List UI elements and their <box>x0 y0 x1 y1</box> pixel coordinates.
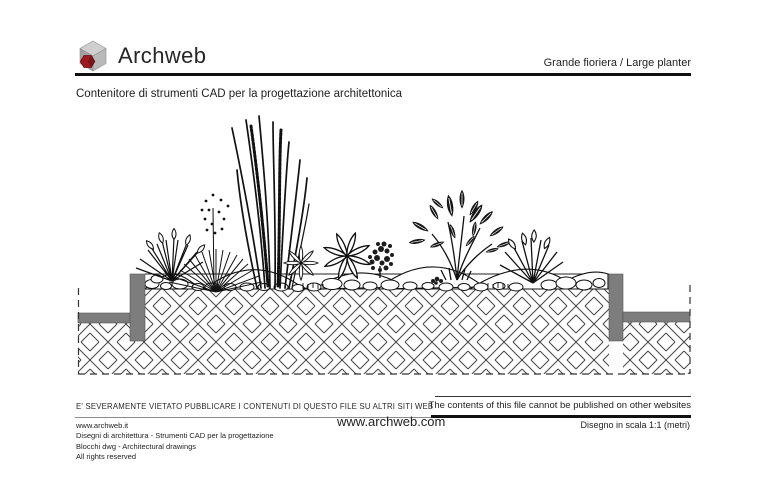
planter-walls <box>77 273 691 342</box>
rule-mid-thin <box>75 417 435 418</box>
small-rosette-plant <box>284 246 318 280</box>
sheet-subtitle: Contenitore di strumenti CAD per la prog… <box>76 88 403 100</box>
brand-name: Archweb <box>118 43 207 68</box>
large-planter-section-drawing <box>77 115 691 375</box>
rule-above-notice <box>435 396 691 397</box>
leafy-bush-plant <box>408 190 512 285</box>
notice-english: The contents of this file cannot be publ… <box>428 400 691 411</box>
footer-info: www.archweb.it Disegni di architettura -… <box>76 421 274 463</box>
footer-rights: All rights reserved <box>76 452 137 462</box>
archweb-cube-icon <box>79 40 107 72</box>
section-break-lines <box>77 285 691 375</box>
tall-reeds-plant <box>231 115 310 289</box>
left-wall <box>129 273 146 342</box>
fan-grass-plant <box>168 249 263 293</box>
soil-hatch <box>78 273 690 374</box>
archweb-logo: Archweb <box>78 40 206 72</box>
right-wall <box>608 273 624 342</box>
drawing-title: Grande fioriera / Large planter <box>543 57 691 69</box>
notice-italian: E' SEVERAMENTE VIETATO PUBBLICARE I CONT… <box>76 402 434 411</box>
footer-desc-line2: Blocchi dwg - Architectural drawings <box>76 441 197 451</box>
right-bud-tuft-plant <box>499 229 564 284</box>
seedhead-plant <box>200 193 230 289</box>
stones <box>144 274 606 292</box>
archweb-com-link[interactable]: www.archweb.com <box>337 414 446 429</box>
grass-ticks <box>302 283 509 289</box>
rule-mid-thick <box>431 415 691 418</box>
archweb-it-link[interactable]: www.archweb.it <box>76 421 129 430</box>
scale-note: Disegno in scala 1:1 (metri) <box>580 420 690 430</box>
footer-desc-line1: Disegni di architettura - Strumenti CAD … <box>76 431 274 441</box>
stippled-shrub-plant <box>368 241 394 278</box>
right-footing <box>622 311 691 323</box>
left-bud-tuft-plant <box>135 228 207 282</box>
header-rule <box>75 73 691 76</box>
left-footing <box>77 312 131 324</box>
